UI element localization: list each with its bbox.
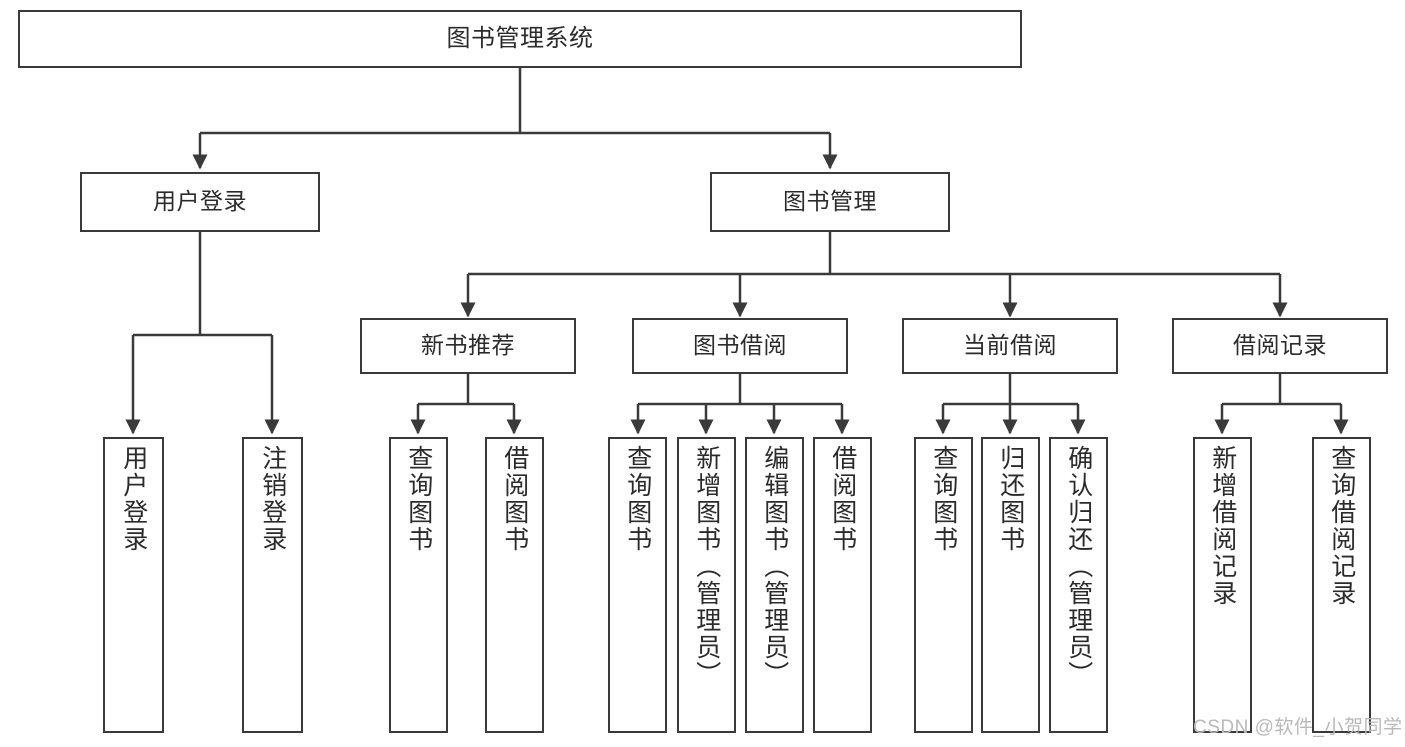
node-label: 用户登录 bbox=[119, 445, 148, 553]
node-new-book-recommend[interactable]: 新书推荐 bbox=[360, 318, 576, 374]
node-label: 借阅记录 bbox=[1233, 332, 1327, 359]
node-book-management[interactable]: 图书管理 bbox=[710, 172, 950, 232]
node-leaf-borrow-book-recommend[interactable]: 借阅图书 bbox=[485, 437, 544, 733]
node-leaf-confirm-return-admin[interactable]: 确认归还（管理员） bbox=[1049, 437, 1108, 733]
node-label: 查询图书 bbox=[623, 445, 652, 553]
node-leaf-user-login[interactable]: 用户登录 bbox=[103, 437, 164, 733]
node-book-borrow[interactable]: 图书借阅 bbox=[632, 318, 848, 374]
node-borrow-records[interactable]: 借阅记录 bbox=[1172, 318, 1388, 374]
node-root-system[interactable]: 图书管理系统 bbox=[18, 10, 1022, 68]
node-label: 注销登录 bbox=[258, 445, 287, 553]
node-label: 图书管理 bbox=[783, 188, 877, 215]
node-label: 归还图书 bbox=[996, 445, 1025, 553]
node-label: 图书借阅 bbox=[693, 332, 787, 359]
node-leaf-borrow-book[interactable]: 借阅图书 bbox=[813, 437, 872, 733]
node-label: 图书管理系统 bbox=[446, 24, 594, 52]
node-leaf-query-book-recommend[interactable]: 查询图书 bbox=[389, 437, 448, 733]
node-label: 借阅图书 bbox=[828, 445, 857, 553]
node-leaf-edit-book-admin[interactable]: 编辑图书（管理员） bbox=[745, 437, 804, 733]
node-leaf-add-book-admin[interactable]: 新增图书（管理员） bbox=[677, 437, 736, 733]
node-leaf-query-book-current[interactable]: 查询图书 bbox=[914, 437, 973, 733]
node-current-borrow[interactable]: 当前借阅 bbox=[902, 318, 1118, 374]
node-label: 用户登录 bbox=[153, 188, 247, 215]
node-user-login[interactable]: 用户登录 bbox=[80, 172, 320, 232]
node-leaf-add-borrow-record[interactable]: 新增借阅记录 bbox=[1193, 437, 1252, 733]
node-label: 查询图书 bbox=[404, 445, 433, 553]
node-label: 查询图书 bbox=[929, 445, 958, 553]
node-leaf-query-borrow-record[interactable]: 查询借阅记录 bbox=[1312, 437, 1371, 733]
node-leaf-return-book[interactable]: 归还图书 bbox=[981, 437, 1040, 733]
node-label: 新增图书（管理员） bbox=[692, 445, 721, 688]
node-leaf-logout[interactable]: 注销登录 bbox=[242, 437, 303, 733]
node-label: 借阅图书 bbox=[500, 445, 529, 553]
node-label: 新书推荐 bbox=[421, 332, 515, 359]
node-label: 新增借阅记录 bbox=[1208, 445, 1237, 607]
node-label: 当前借阅 bbox=[963, 332, 1057, 359]
node-label: 查询借阅记录 bbox=[1327, 445, 1356, 607]
node-leaf-query-book-borrow[interactable]: 查询图书 bbox=[608, 437, 667, 733]
csdn-watermark: CSDN @软件_小贺同学 bbox=[1193, 717, 1403, 738]
node-label: 编辑图书（管理员） bbox=[760, 445, 789, 688]
node-label: 确认归还（管理员） bbox=[1064, 445, 1093, 688]
